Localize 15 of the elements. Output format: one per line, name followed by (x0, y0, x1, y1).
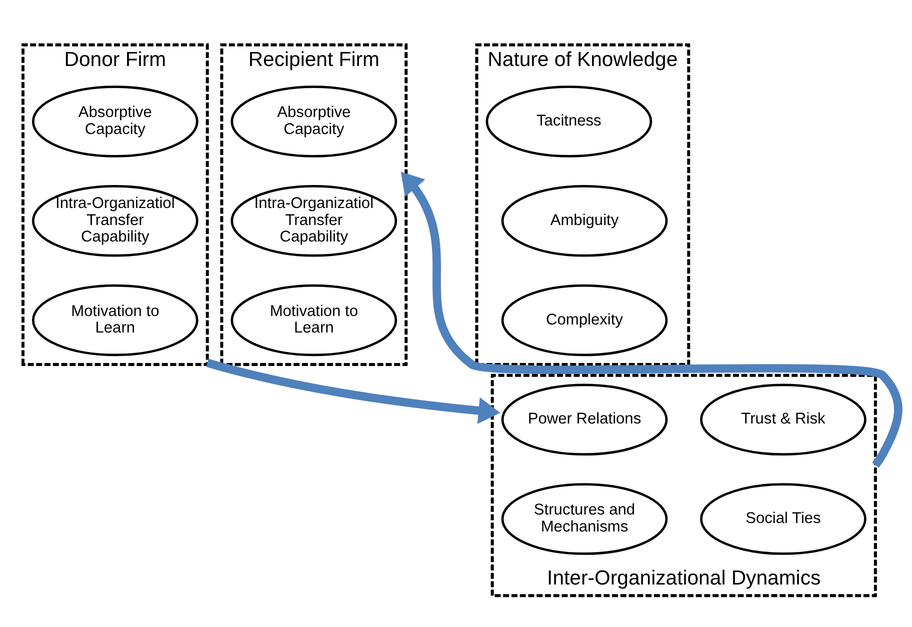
node-ellipse: Absorptive Capacity (230, 86, 398, 158)
node-ellipse: Motivation to Learn (32, 284, 198, 356)
node-ellipse: Power Relations (501, 384, 668, 456)
node-ellipse: Ambiguity (501, 184, 668, 257)
node-ellipse: Intra-Organizatiol Transfer Capability (230, 184, 398, 257)
node-ellipse: Complexity (501, 284, 668, 356)
arrow (206, 358, 500, 424)
node-ellipse: Trust & Risk (700, 384, 866, 456)
node-ellipse: Social Ties (700, 483, 866, 555)
node-ellipse: Structures and Mechanisms (501, 483, 668, 555)
node-ellipse: Tacitness (486, 86, 652, 158)
node-ellipse: Intra-Organizatiol Transfer Capability (32, 184, 198, 257)
node-ellipse: Absorptive Capacity (32, 86, 198, 158)
arrow (400, 172, 902, 468)
node-ellipse: Motivation to Learn (230, 284, 398, 356)
